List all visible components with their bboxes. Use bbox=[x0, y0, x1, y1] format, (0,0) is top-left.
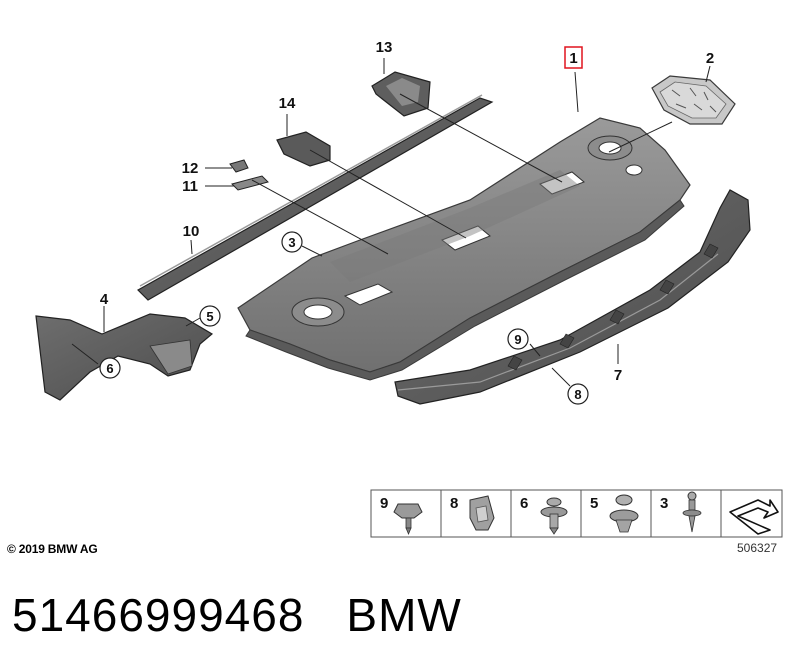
brand-name: BMW bbox=[346, 589, 462, 641]
callout-4[interactable]: 4 bbox=[100, 291, 109, 308]
svg-text:6: 6 bbox=[106, 361, 113, 376]
seal-strip-part[interactable] bbox=[137, 94, 494, 301]
expanding-rivet-icon bbox=[540, 497, 568, 535]
cover-14-part[interactable] bbox=[276, 131, 331, 167]
leader-lines bbox=[71, 58, 711, 387]
callout-3[interactable]: 3 bbox=[281, 231, 303, 253]
legend-num-9: 9 bbox=[380, 495, 388, 512]
svg-text:1: 1 bbox=[569, 50, 577, 67]
callout-6[interactable]: 6 bbox=[99, 357, 121, 379]
legend-num-8: 8 bbox=[450, 495, 458, 512]
fastener-legend: 9 8 6 5 3 bbox=[370, 489, 783, 538]
callout-12[interactable]: 12 bbox=[182, 160, 199, 177]
clip-icon bbox=[682, 491, 702, 533]
legend-num-6: 6 bbox=[520, 495, 528, 512]
callout-8[interactable]: 8 bbox=[567, 383, 589, 405]
subassembly-arrow-icon bbox=[729, 499, 779, 535]
caption: 51466999468 BMW bbox=[12, 588, 462, 642]
legend-num-3: 3 bbox=[660, 495, 668, 512]
svg-text:8: 8 bbox=[574, 387, 581, 402]
copyright-notice: © 2019 BMW AG bbox=[7, 542, 98, 556]
clip-12-part[interactable] bbox=[229, 159, 249, 173]
parts-diagram: 1 2 13 14 12 11 10 4 7 3 5 6 9 8 9 8 6 5… bbox=[35, 39, 783, 538]
svg-text:5: 5 bbox=[206, 309, 213, 324]
svg-text:3: 3 bbox=[288, 235, 295, 250]
callout-11[interactable]: 11 bbox=[182, 178, 198, 195]
part-number: 51466999468 bbox=[12, 589, 305, 641]
screw-icon bbox=[393, 503, 423, 536]
callout-13[interactable]: 13 bbox=[376, 39, 393, 56]
callout-7[interactable]: 7 bbox=[614, 367, 622, 384]
callout-2[interactable]: 2 bbox=[706, 50, 714, 67]
svg-text:9: 9 bbox=[514, 332, 521, 347]
callout-10[interactable]: 10 bbox=[183, 223, 200, 240]
callout-9[interactable]: 9 bbox=[507, 328, 529, 350]
clip-nut-icon bbox=[469, 495, 495, 531]
image-number: 506327 bbox=[737, 541, 778, 555]
clip-11-part[interactable] bbox=[231, 175, 269, 191]
speaker-grille-part[interactable] bbox=[651, 75, 736, 125]
side-trim-part[interactable] bbox=[35, 313, 214, 401]
callout-5[interactable]: 5 bbox=[199, 305, 221, 327]
callout-1[interactable]: 1 bbox=[564, 46, 583, 69]
legend-num-5: 5 bbox=[590, 495, 598, 512]
callout-14[interactable]: 14 bbox=[279, 95, 296, 112]
push-rivet-icon bbox=[609, 494, 639, 533]
lower-trim-part[interactable] bbox=[394, 189, 751, 405]
